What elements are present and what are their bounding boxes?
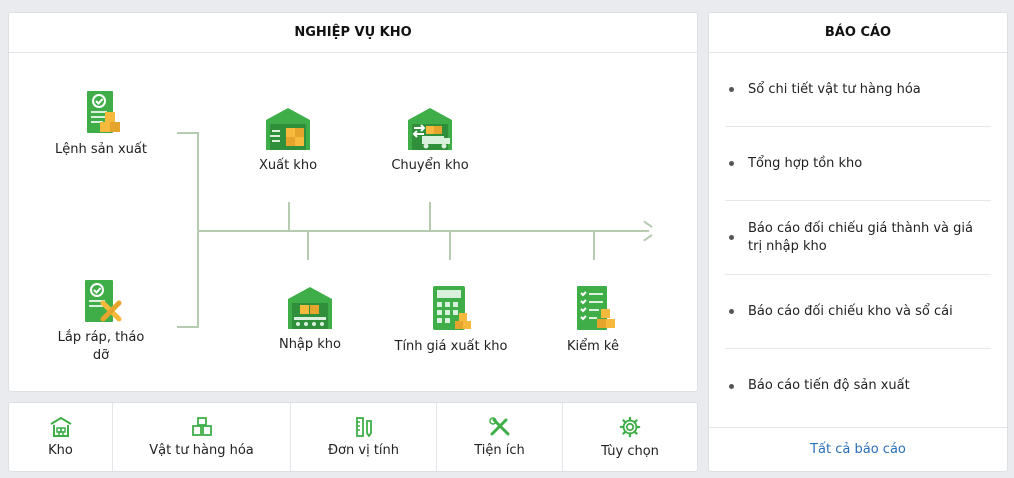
- quick-link-label: Đơn vị tính: [327, 442, 400, 458]
- ruler-pencil-icon: [355, 416, 372, 437]
- calculator-icon: [433, 286, 471, 330]
- report-list: Sổ chi tiết vật tư hàng hóa Tổng hợp tồn…: [709, 53, 1007, 423]
- quick-link-label: Tiện ích: [474, 442, 525, 458]
- bullet-icon: [729, 161, 734, 166]
- stock-in-warehouse-icon: [288, 287, 332, 329]
- quick-links-bar: Kho Vật tư hàng hóa Đơn vị tính: [8, 402, 698, 472]
- node-stock-out[interactable]: Xuất kho: [243, 106, 333, 173]
- warehouse-operations-panel: NGHIỆP VỤ KHO: [8, 12, 698, 392]
- flow-branch: [593, 232, 595, 260]
- bullet-icon: [729, 383, 734, 389]
- flow-line: [177, 326, 199, 328]
- bullet-icon: [729, 309, 734, 314]
- report-item[interactable]: Sổ chi tiết vật tư hàng hóa: [725, 53, 991, 127]
- report-item[interactable]: Tổng hợp tồn kho: [725, 127, 991, 201]
- flow-arrow-head: [643, 234, 653, 242]
- flow-branch: [307, 232, 309, 260]
- gear-icon: [619, 416, 641, 437]
- flow-branch: [449, 232, 451, 260]
- flow-branch: [288, 202, 290, 230]
- node-stock-in[interactable]: Nhập kho: [265, 285, 355, 352]
- quick-link-options[interactable]: Tùy chọn: [563, 403, 697, 471]
- node-label: Xuất kho: [258, 158, 318, 173]
- bullet-icon: [729, 235, 734, 240]
- quick-link-label: Vật tư hàng hóa: [149, 442, 254, 458]
- operations-flow: Lệnh sản xuất Lắp ráp, tháo dỡ: [9, 54, 697, 391]
- quick-link-warehouse[interactable]: Kho: [9, 403, 113, 471]
- node-cost-calculation[interactable]: Tính giá xuất kho: [391, 285, 511, 354]
- node-label: Tính giá xuất kho: [394, 339, 508, 354]
- report-item[interactable]: Báo cáo đối chiếu kho và sổ cái: [725, 275, 991, 349]
- transfer-warehouse-icon: [408, 108, 452, 150]
- flow-main-line: [197, 230, 649, 232]
- report-item[interactable]: Báo cáo tiến độ sản xuất: [725, 349, 991, 423]
- node-stocktake[interactable]: Kiểm kê: [553, 285, 633, 354]
- reports-title: BÁO CÁO: [709, 13, 1007, 53]
- boxes-icon: [191, 416, 212, 436]
- operations-title: NGHIỆP VỤ KHO: [9, 13, 697, 53]
- quick-link-utilities[interactable]: Tiện ích: [437, 403, 563, 471]
- flow-branch: [429, 202, 431, 230]
- quick-link-label: Kho: [48, 442, 73, 458]
- quick-link-units[interactable]: Đơn vị tính: [291, 403, 437, 471]
- quick-link-label: Tùy chọn: [601, 443, 659, 459]
- node-label: Lắp ráp, tháo dỡ: [57, 330, 145, 363]
- report-item[interactable]: Báo cáo đối chiếu giá thành và giá trị n…: [725, 201, 991, 275]
- node-label: Nhập kho: [278, 337, 342, 352]
- node-label: Kiểm kê: [567, 339, 619, 354]
- warehouse-icon: [49, 416, 72, 437]
- node-transfer[interactable]: Chuyển kho: [385, 106, 475, 173]
- quick-link-materials[interactable]: Vật tư hàng hóa: [113, 403, 291, 471]
- node-assembly[interactable]: Lắp ráp, tháo dỡ: [49, 279, 153, 365]
- all-reports-link[interactable]: Tất cả báo cáo: [709, 427, 1007, 471]
- assembly-tools-icon: [85, 280, 122, 322]
- node-label: Chuyển kho: [391, 158, 469, 173]
- node-label: Lệnh sản xuất: [55, 142, 147, 157]
- reports-panel: BÁO CÁO Sổ chi tiết vật tư hàng hóa Tổng…: [708, 12, 1008, 472]
- flow-arrow-head: [643, 220, 653, 228]
- flow-line: [177, 132, 199, 134]
- bullet-icon: [729, 87, 734, 92]
- node-production-order[interactable]: Lệnh sản xuất: [49, 90, 153, 157]
- stock-out-warehouse-icon: [266, 108, 310, 150]
- tools-icon: [488, 416, 509, 435]
- checklist-icon: [577, 286, 615, 330]
- production-order-icon: [87, 91, 120, 133]
